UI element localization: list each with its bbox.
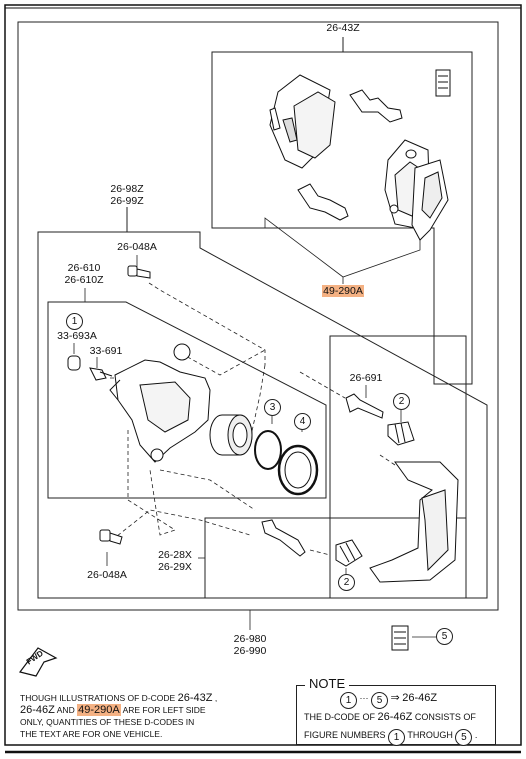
callout-2-lower: 2 (338, 574, 355, 591)
footnote-l2b: AND (56, 705, 75, 715)
piston (209, 414, 253, 456)
footnote-line-1: THOUGH ILLUSTRATIONS OF D-CODE 26-43Z , (20, 692, 220, 704)
footnote-line-4: THE TEXT ARE FOR ONE VEHICLE. (20, 729, 163, 739)
bleeder-cap (67, 355, 81, 371)
pad-clip-lower (297, 183, 349, 221)
label-guide-pin: 26-691 (349, 372, 383, 384)
footnote-l1a: THOUGH ILLUSTRATIONS OF D-CODE (20, 693, 176, 703)
label-caliper-body-1: 26-610 (67, 262, 101, 274)
wear-indicator-part5 (391, 625, 409, 651)
note-l3b: 1 (388, 729, 406, 746)
label-bolt-lower: 26-048A (87, 569, 127, 581)
piston-seal (254, 430, 282, 470)
caliper-body (109, 343, 211, 463)
footnote: THOUGH ILLUSTRATIONS OF D-CODE 26-43Z , … (20, 692, 220, 740)
label-bolt-upper: 26-048A (117, 241, 157, 253)
footnote-line-3: ONLY, QUANTITIES OF THESE D-CODES IN (20, 717, 195, 727)
brake-pad-outer (269, 74, 336, 169)
pin-boot-upper (387, 421, 415, 446)
guide-pin-upper (345, 393, 384, 419)
label-caliper-asm-2: 26-99Z (110, 195, 144, 207)
pad-shim-1 (411, 159, 449, 241)
note-line-2: THE D-CODE OF 26-46Z CONSISTS OF (304, 711, 476, 723)
pad-kit-box (211, 51, 473, 385)
note-l2b: 26-46Z (377, 711, 413, 723)
label-kit-top: 26-43Z (326, 22, 360, 34)
pad-clip-upper (349, 89, 403, 123)
callout-3: 3 (264, 399, 281, 416)
footnote-l2a: 26-46Z (20, 704, 55, 716)
note-l2c: CONSISTS OF (414, 712, 476, 722)
footnote-l2c: 49-290A (77, 704, 121, 716)
callout-1: 1 (66, 313, 83, 330)
label-bottom-1: 26-980 (233, 633, 267, 645)
callout-4: 4 (294, 413, 311, 430)
dust-boot (277, 444, 319, 496)
main-frame (17, 21, 499, 611)
outer-frame (4, 4, 522, 746)
caliper-bolt-upper (127, 265, 151, 279)
label-pad-kit: 49-290A (313, 285, 373, 297)
callout-5: 5 (436, 628, 453, 645)
caliper-bracket (369, 461, 459, 583)
footnote-l1b: 26-43Z (177, 692, 213, 704)
note-l3c: THROUGH (407, 730, 453, 740)
label-bleeder-cap: 33-693A (57, 330, 97, 342)
label-bracket-2: 26-29X (158, 561, 192, 573)
note-dots: ··· (359, 693, 369, 703)
footnote-l2d: ARE FOR LEFT SIDE (122, 705, 206, 715)
label-caliper-body-2: 26-610Z (64, 274, 104, 286)
note-code: 26-46Z (402, 692, 438, 704)
note-arrow: ⇒ (390, 692, 400, 704)
guide-pin-lower (261, 519, 306, 557)
wear-indicator (435, 69, 451, 97)
caliper-body-box (47, 301, 327, 499)
pin-boot-lower (335, 539, 363, 567)
footnote-line-2: 26-46Z AND 49-290A ARE FOR LEFT SIDE (20, 704, 220, 716)
note-l3d: 5 (455, 729, 473, 746)
note-line-3: FIGURE NUMBERS 1 THROUGH 5 . (304, 727, 478, 746)
label-bottom-2: 26-990 (233, 645, 267, 657)
note-from: 1 (340, 692, 357, 709)
label-caliper-asm-1: 26-98Z (110, 183, 144, 195)
footnote-l1c: , (214, 693, 218, 703)
note-line-1: 1 ··· 5 ⇒ 26-46Z (340, 690, 438, 709)
label-bleeder-screw: 33-691 (89, 345, 123, 357)
callout-2-upper: 2 (393, 393, 410, 410)
note-l3a: FIGURE NUMBERS (304, 730, 386, 740)
forward-arrow-icon (18, 647, 58, 677)
caliper-bolt-lower (99, 529, 123, 545)
note-l3e: . (474, 730, 478, 740)
bleeder-screw (89, 367, 113, 381)
note-to: 5 (371, 692, 389, 709)
pad-kit-code: 49-290A (322, 285, 364, 297)
note-title: NOTE (305, 676, 350, 691)
label-bracket-1: 26-28X (158, 549, 192, 561)
note-l2a: THE D-CODE OF (304, 712, 375, 722)
